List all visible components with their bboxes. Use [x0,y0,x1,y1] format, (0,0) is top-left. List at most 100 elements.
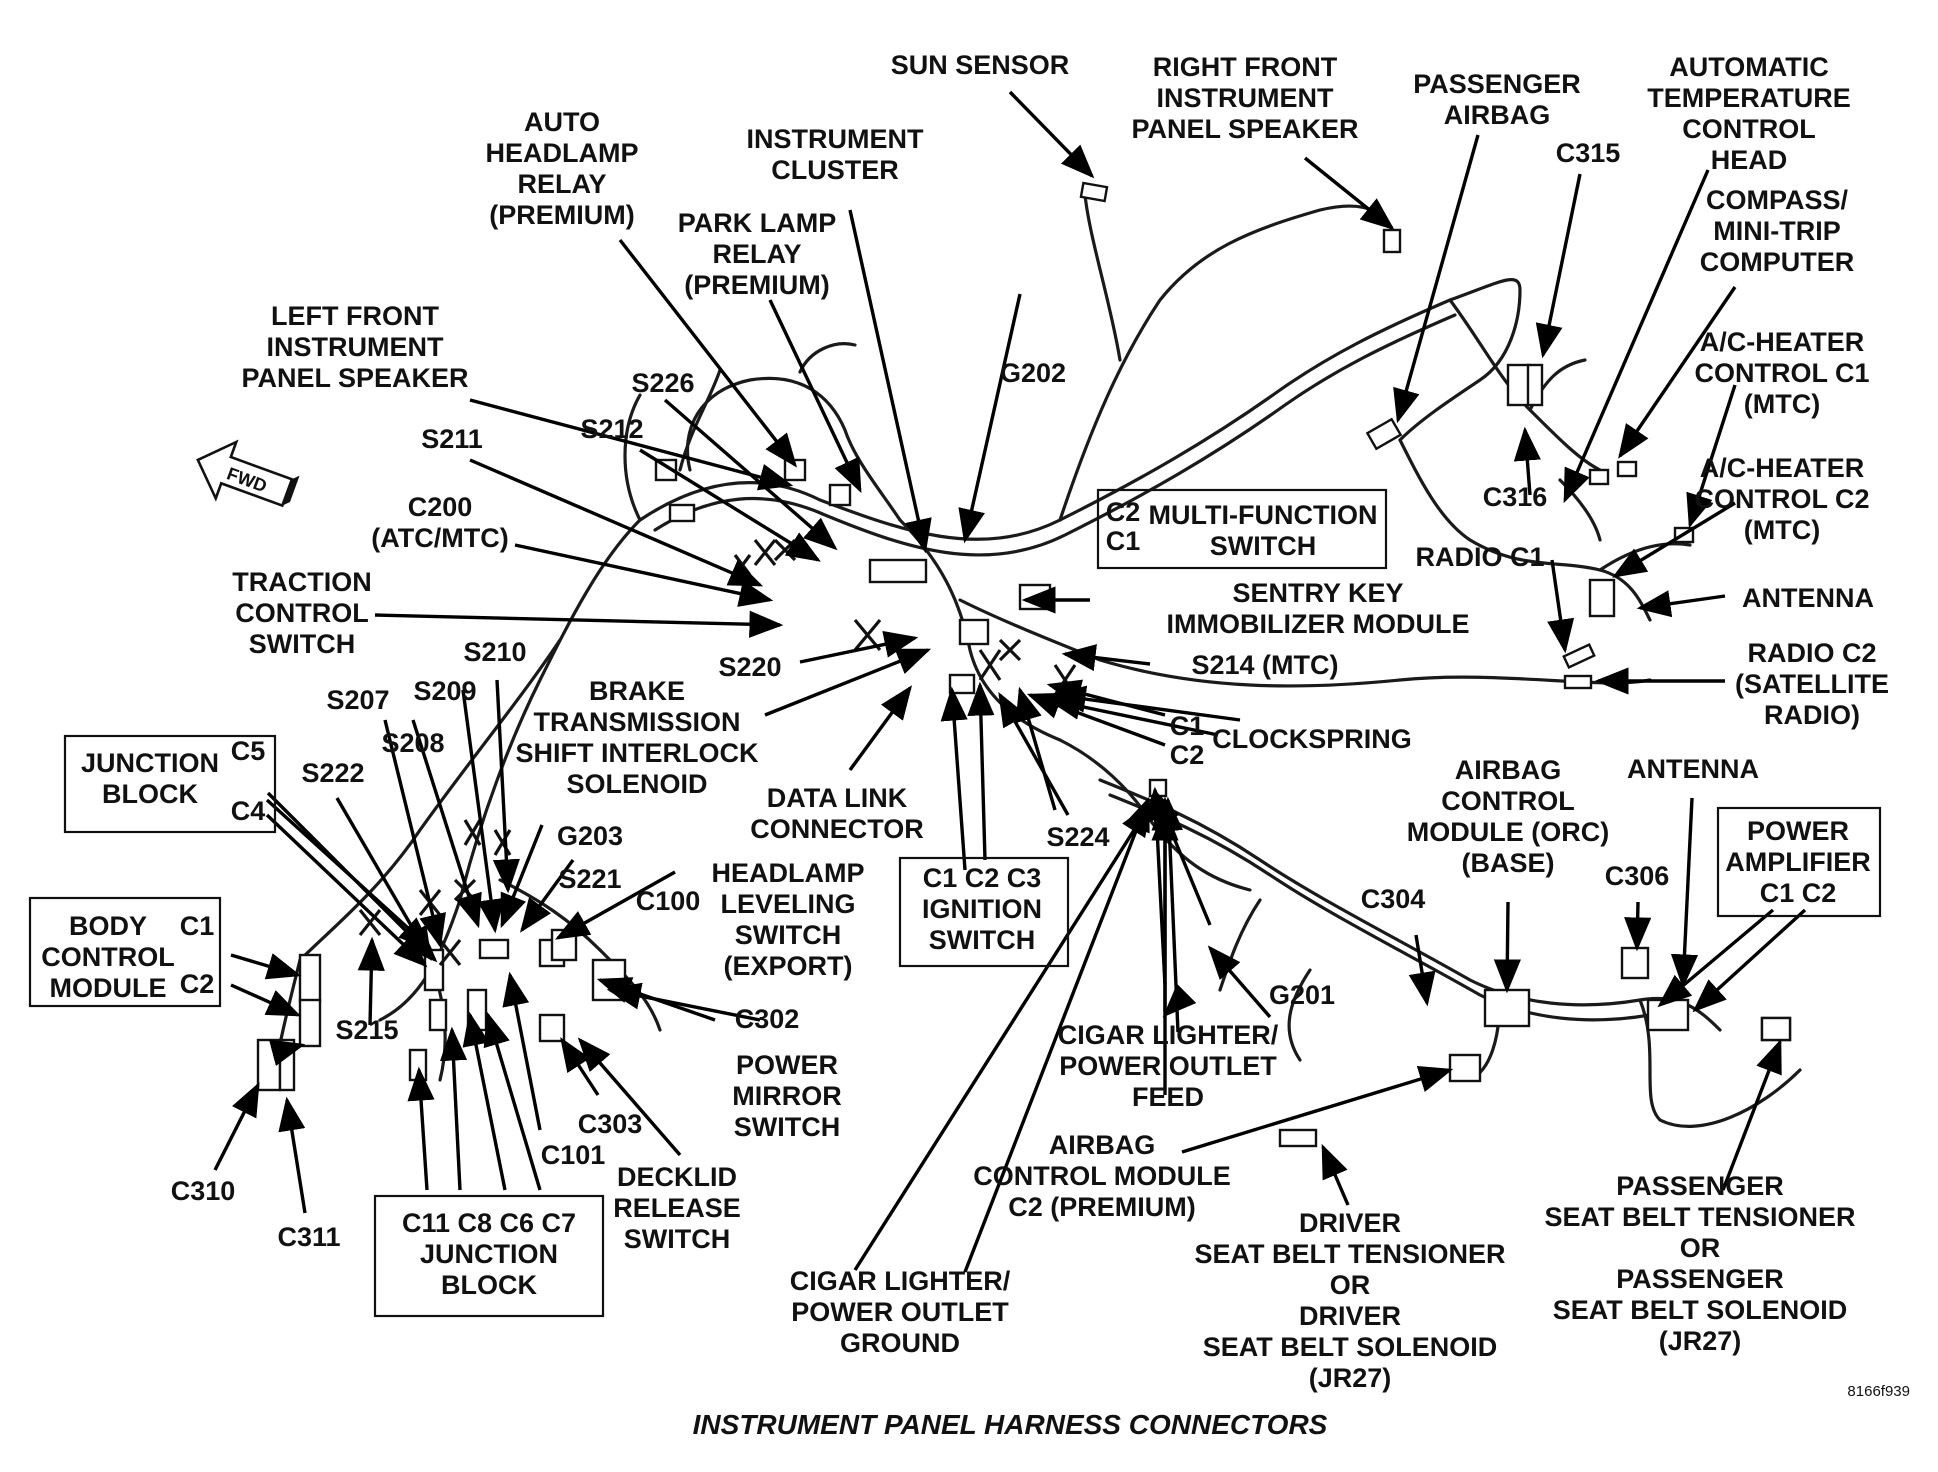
headlamp-leveling-line: HEADLAMP [712,858,865,888]
s212-line: S212 [580,414,643,444]
decklid-line: SWITCH [624,1224,730,1254]
radio-c2-line: (SATELLITE [1735,669,1889,699]
label-g203: G203 [557,821,623,851]
ac-heater-c1-line: (MTC) [1744,389,1820,419]
traction-control-line: SWITCH [249,629,355,659]
label-c315: C315 [1556,138,1621,168]
label-clockspring: CLOCKSPRING [1212,724,1412,754]
ignition-switch-line: SWITCH [929,925,1035,955]
s207-line: S207 [326,685,389,715]
label-c100: C100 [636,886,701,916]
ac-heater-c1-line: A/C-HEATER [1700,327,1865,357]
c101-line: C101 [541,1140,606,1170]
auto-headlamp-relay-line: HEADLAMP [486,138,639,168]
label-c200: C200(ATC/MTC) [371,492,508,553]
compass-line: MINI-TRIP [1713,216,1841,246]
label-boxes [28,488,1882,1318]
body-control-module-line: BODY [69,911,147,941]
airbag-module-base-line: MODULE (ORC) [1407,817,1609,847]
c100-line: C100 [636,886,701,916]
power-amp-line: POWER [1747,816,1849,846]
airbag-module-base-line: (BASE) [1462,848,1555,878]
s214-line: S214 (MTC) [1191,650,1338,680]
junction-block-line: JUNCTION [81,748,219,778]
traction-control-line: CONTROL [235,598,368,628]
radio-c2-line: RADIO) [1764,700,1860,730]
label-s207: S207 [326,685,389,715]
brake-shift-interlock-line: TRANSMISSION [533,707,740,737]
driver-tensioner-line: SEAT BELT SOLENOID [1203,1332,1498,1362]
headlamp-leveling-line: LEVELING [720,889,855,919]
left-front-speaker-line: LEFT FRONT [271,301,439,331]
driver-tensioner-line: SEAT BELT TENSIONER [1194,1239,1505,1269]
cigar-ground-line: POWER OUTLET [791,1297,1009,1327]
multi-function-switch-line: SWITCH [1210,531,1316,561]
label-s212: S212 [580,414,643,444]
power-amp-line: AMPLIFIER [1725,847,1871,877]
data-link-line: DATA LINK [767,783,908,813]
figure-ref: 8166f939 [1847,1383,1910,1400]
ignition-switch-line: IGNITION [922,894,1042,924]
g201-line: G201 [1269,980,1335,1010]
driver-tensioner-line: DRIVER [1299,1301,1401,1331]
c304-line: C304 [1361,884,1426,914]
traction-control-line: TRACTION [232,567,371,597]
c306-line: C306 [1605,861,1670,891]
clock-c1-line: C1 [1170,711,1205,741]
c200-line: C200 [408,492,473,522]
power-mirror-line: SWITCH [734,1112,840,1142]
airbag-module-premium-line: AIRBAG [1049,1130,1156,1160]
label-s211: S211 [421,424,483,454]
label-c303: C303 [578,1109,643,1139]
clock-c2-line: C2 [1170,740,1205,770]
cigar-feed-line: CIGAR LIGHTER/ [1058,1020,1279,1050]
atc-head-line: TEMPERATURE [1647,83,1851,113]
headlamp-leveling-line: (EXPORT) [723,951,852,981]
label-bcm-c1: C1 [180,911,215,941]
ac-heater-c2-line: CONTROL C2 [1694,484,1869,514]
headlamp-leveling-line: SWITCH [735,920,841,950]
driver-tensioner-line: OR [1330,1270,1371,1300]
label-radio-c1: RADIO C1 [1415,542,1544,572]
antenna-lower-line: ANTENNA [1627,754,1759,784]
label-s222: S222 [301,758,364,788]
label-s221: S221 [558,864,621,894]
sentry-key-line: SENTRY KEY [1232,578,1403,608]
data-link-line: CONNECTOR [750,814,924,844]
brake-shift-interlock-line: SOLENOID [566,769,707,799]
body-control-module-line: MODULE [50,973,167,1003]
s221-line: S221 [558,864,621,894]
s222-line: S222 [301,758,364,788]
s226-line: S226 [631,368,694,398]
label-s214: S214 (MTC) [1191,650,1338,680]
s209-line: S209 [413,676,476,706]
passenger-airbag-line: AIRBAG [1444,100,1551,130]
airbag-module-base-line: AIRBAG [1455,755,1562,785]
decklid-line: DECKLID [617,1162,737,1192]
auto-headlamp-relay-line: (PREMIUM) [489,200,634,230]
label-mfs-c1: C1 [1106,526,1141,556]
airbag-module-premium-line: C2 (PREMIUM) [1008,1192,1196,1222]
power-mirror-line: MIRROR [732,1081,842,1111]
power-amp-line: C1 C2 [1760,878,1837,908]
junction-block-line: BLOCK [102,779,198,809]
radio-c1-line: RADIO C1 [1415,542,1544,572]
atc-head-line: AUTOMATIC [1669,52,1828,82]
